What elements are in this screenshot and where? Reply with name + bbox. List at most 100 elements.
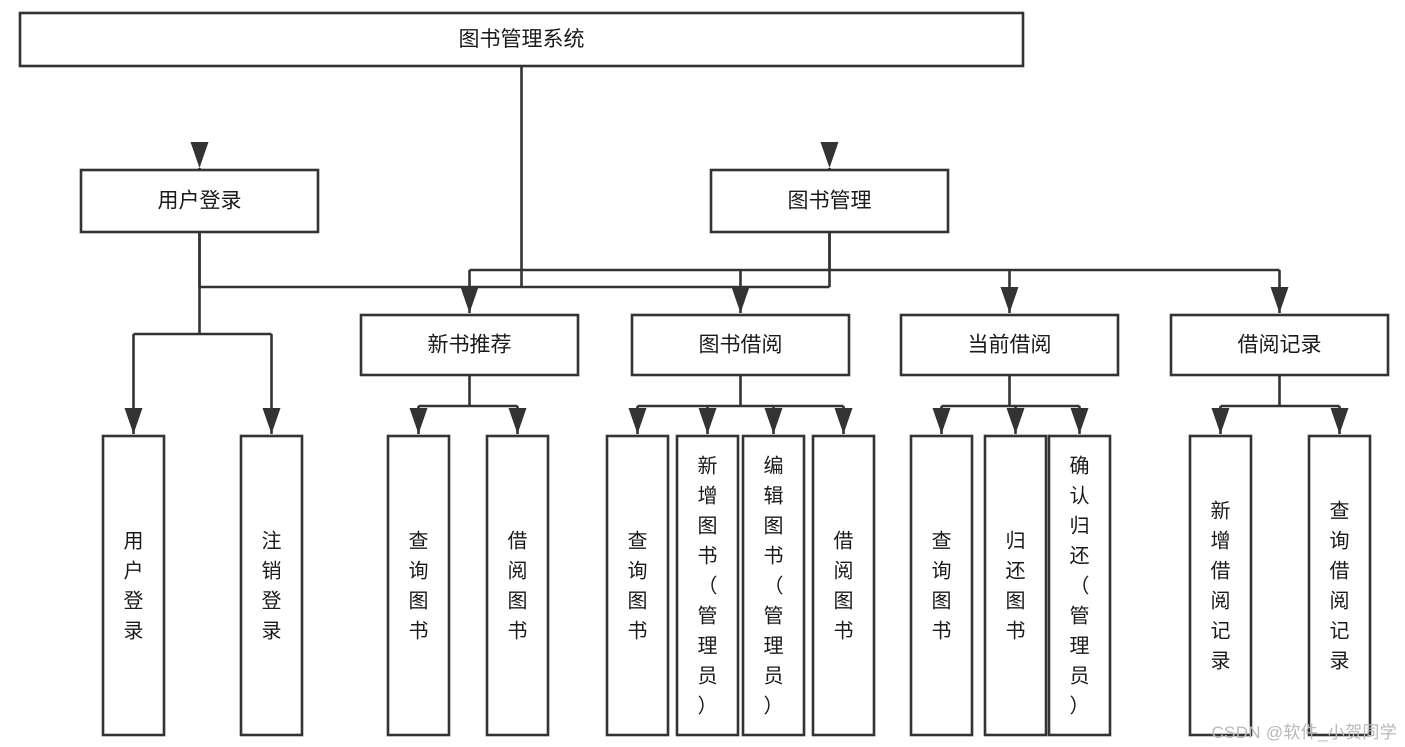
leaf-box[interactable] xyxy=(485,434,550,737)
leaf-label-char: 编 xyxy=(764,455,784,478)
arrow-head-icon xyxy=(1270,287,1289,313)
leaf-label-char: 理 xyxy=(1070,636,1090,658)
leaf-label-char: ） xyxy=(764,695,784,718)
level2-node[interactable]: 用户登录 xyxy=(79,168,320,234)
leaf-box[interactable] xyxy=(1047,434,1112,737)
leaf-label-char: 户 xyxy=(124,560,144,583)
arrow-head-icon xyxy=(1006,408,1025,434)
leaf-label-char: 查 xyxy=(628,530,648,553)
level2-node[interactable]: 图书管理 xyxy=(709,168,950,234)
level3-box[interactable] xyxy=(1169,313,1390,377)
level3-node[interactable]: 图书借阅 xyxy=(630,313,851,377)
leaf-label-char: 理 xyxy=(698,636,718,658)
leaf-box[interactable] xyxy=(675,434,740,737)
leaf-box[interactable] xyxy=(811,434,876,737)
leaf-label-char: 理 xyxy=(764,636,784,658)
arrow-head-icon xyxy=(190,142,209,168)
leaf-label-char: 员 xyxy=(698,666,718,688)
leaf-label-char: 新 xyxy=(1211,500,1231,523)
leaf-label-char: 录 xyxy=(262,621,282,643)
arrow-head-icon xyxy=(409,408,428,434)
leaf-label-char: 员 xyxy=(764,666,784,688)
level2-box[interactable] xyxy=(79,168,320,234)
leaf-label-char: 询 xyxy=(628,560,648,583)
level3-node[interactable]: 当前借阅 xyxy=(899,313,1120,377)
arrow-head-icon xyxy=(820,142,839,168)
root-node[interactable]: 图书管理系统 xyxy=(18,11,1025,68)
arrow-head-icon xyxy=(1070,408,1089,434)
leaf-label-char: 询 xyxy=(409,560,429,583)
leaf-label-char: ） xyxy=(698,695,718,718)
leaf-box[interactable] xyxy=(605,434,670,737)
watermark-label: CSDN @软件_小贺同学 xyxy=(1211,723,1397,742)
leaf-label-char: 询 xyxy=(1330,530,1350,553)
level3-label: 图书借阅 xyxy=(699,334,783,357)
leaf-box[interactable] xyxy=(741,434,806,737)
leaf-label-char: 认 xyxy=(1070,485,1090,508)
leaf-box[interactable] xyxy=(386,434,451,737)
leaf-box[interactable] xyxy=(1188,434,1253,737)
root-box[interactable] xyxy=(18,11,1025,68)
connectors-layer xyxy=(124,66,1349,434)
leaf-label-char: 注 xyxy=(262,530,282,553)
level3-node[interactable]: 借阅记录 xyxy=(1169,313,1390,377)
leaf-label-char: 管 xyxy=(764,605,784,628)
leaf-box[interactable] xyxy=(909,434,974,737)
leaf-label-char: 录 xyxy=(1211,651,1231,673)
arrow-head-icon xyxy=(1000,287,1019,313)
leaf-label-char: （ xyxy=(764,575,784,598)
leaf-label-char: 归 xyxy=(1006,530,1026,553)
leaf-label-char: 登 xyxy=(124,590,144,613)
leaf-label-char: 辑 xyxy=(764,485,784,508)
leaf-label-char: 登 xyxy=(262,590,282,613)
leaf-label-char: ） xyxy=(1070,695,1090,718)
leaf-label-char: 书 xyxy=(764,545,784,568)
leaf-label-char: 增 xyxy=(1211,530,1231,553)
arrow-head-icon xyxy=(262,408,281,434)
leaf-box[interactable] xyxy=(1307,434,1372,737)
arrow-head-icon xyxy=(460,287,479,313)
leaf-label-char: 图 xyxy=(409,591,429,613)
leaf-label-char: 增 xyxy=(698,485,718,508)
leaf-label-char: 查 xyxy=(1330,500,1350,523)
leaf-box[interactable] xyxy=(239,434,304,737)
level3-node[interactable]: 新书推荐 xyxy=(359,313,580,377)
level2-box[interactable] xyxy=(709,168,950,234)
leaf-label-char: 阅 xyxy=(1330,590,1350,613)
leaf-box[interactable] xyxy=(101,434,166,737)
arrow-head-icon xyxy=(932,408,951,434)
arrow-head-icon xyxy=(1330,408,1349,434)
leaf-label-char: 还 xyxy=(1006,560,1026,583)
level2-label: 图书管理 xyxy=(788,190,872,213)
leaf-box[interactable] xyxy=(983,434,1048,737)
level3-box[interactable] xyxy=(899,313,1120,377)
nodes-layer: 图书管理系统用户登录图书管理新书推荐图书借阅当前借阅借阅记录用户登录注销登录查询… xyxy=(18,11,1390,737)
level3-box[interactable] xyxy=(359,313,580,377)
leaf-label-char: 新 xyxy=(698,455,718,478)
leaf-label-char: 书 xyxy=(409,620,429,643)
level3-box[interactable] xyxy=(630,313,851,377)
leaf-label-char: 归 xyxy=(1070,515,1090,538)
leaf-node[interactable]: 用户登录 xyxy=(101,434,166,737)
leaf-label-char: 阅 xyxy=(508,560,528,583)
leaf-label-char: 还 xyxy=(1070,545,1090,568)
leaf-label-char: 销 xyxy=(262,560,282,583)
leaf-label-char: 用 xyxy=(124,531,144,553)
leaf-label-char: 借 xyxy=(834,530,854,553)
arrow-head-icon xyxy=(124,408,143,434)
leaf-label-char: 管 xyxy=(1070,605,1090,628)
